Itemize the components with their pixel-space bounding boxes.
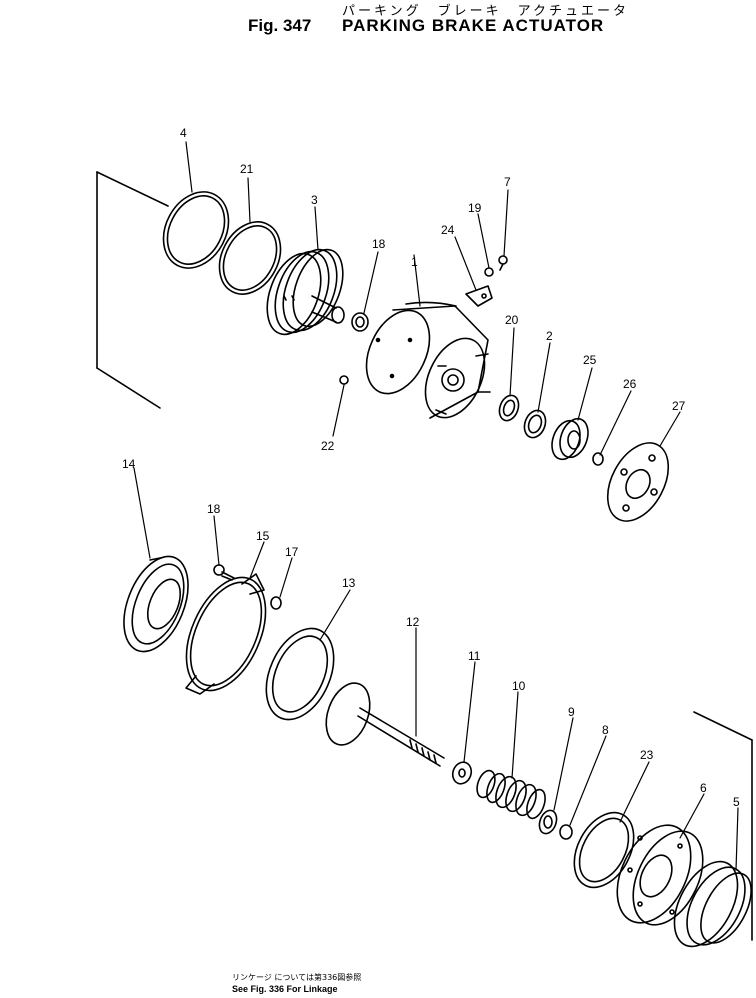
linkage-note-english: See Fig. 336 For Linkage bbox=[232, 984, 338, 994]
part-12-push-rod bbox=[325, 682, 445, 767]
part-17-nut bbox=[270, 596, 282, 610]
callout-3: 3 bbox=[311, 193, 318, 207]
part-25-bushing bbox=[551, 417, 589, 461]
callout-23: 23 bbox=[640, 748, 654, 762]
part-20-seal bbox=[498, 394, 520, 422]
callout-7: 7 bbox=[504, 175, 511, 189]
callout-4: 4 bbox=[180, 126, 187, 140]
part-23-seal-ring bbox=[573, 811, 635, 889]
part-6-flange-housing bbox=[616, 824, 704, 926]
callout-10: 10 bbox=[512, 679, 526, 693]
part-1-housing bbox=[365, 301, 491, 419]
callout-22: 22 bbox=[321, 439, 335, 453]
part-22-fitting bbox=[339, 375, 349, 385]
callout-13: 13 bbox=[342, 576, 356, 590]
part-19-washer bbox=[484, 267, 494, 277]
callout-24: 24 bbox=[441, 223, 455, 237]
callout-15: 15 bbox=[256, 529, 270, 543]
part-27-cover-plate bbox=[606, 442, 670, 522]
part-8-nut bbox=[559, 824, 573, 840]
part-7-bolt bbox=[498, 255, 508, 271]
callout-27: 27 bbox=[672, 399, 686, 413]
part-18-nut-upper bbox=[351, 312, 369, 332]
part-18-bolt-lower bbox=[213, 564, 235, 581]
title-japanese: パーキング ブレーキ アクチュエータ bbox=[342, 4, 629, 19]
part-13-diaphragm bbox=[265, 627, 335, 721]
part-10-spring bbox=[476, 769, 546, 820]
part-24-bracket bbox=[465, 285, 493, 307]
figure-number: Fig. 347 bbox=[248, 16, 312, 35]
callout-18-upper: 18 bbox=[372, 237, 386, 251]
callout-11: 11 bbox=[468, 649, 481, 663]
part-5-boot bbox=[673, 860, 752, 948]
callout-19: 19 bbox=[468, 201, 482, 215]
callout-14: 14 bbox=[122, 457, 136, 471]
part-2-ring bbox=[523, 409, 547, 439]
callout-9: 9 bbox=[568, 705, 575, 719]
callout-12: 12 bbox=[406, 615, 420, 629]
callout-25: 25 bbox=[583, 353, 597, 367]
callout-26: 26 bbox=[623, 377, 637, 391]
part-9-retainer bbox=[538, 809, 558, 835]
callout-17: 17 bbox=[285, 545, 299, 559]
callout-5: 5 bbox=[733, 795, 740, 809]
callout-numbers: 4 21 3 18 1 24 19 7 20 2 25 26 27 22 14 … bbox=[122, 126, 740, 809]
part-11-washer bbox=[451, 761, 473, 785]
callout-1: 1 bbox=[411, 255, 418, 269]
leader-lines bbox=[133, 141, 739, 871]
part-21-backup-ring bbox=[218, 221, 282, 295]
part-14-diaphragm-housing bbox=[123, 555, 189, 653]
linkage-note-japanese: リンケージ については第336図参照 bbox=[232, 973, 362, 982]
figure-title: PARKING BRAKE ACTUATOR bbox=[342, 16, 605, 35]
bracket-upper bbox=[96, 171, 169, 409]
callout-18-lower: 18 bbox=[207, 502, 221, 516]
part-3-piston bbox=[266, 248, 345, 336]
part-15-clamp-band bbox=[185, 573, 267, 695]
part-4-o-ring bbox=[162, 191, 230, 269]
bracket-lower bbox=[693, 711, 753, 941]
callout-6: 6 bbox=[700, 781, 707, 795]
part-26-nut bbox=[592, 452, 604, 466]
callout-20: 20 bbox=[505, 313, 519, 327]
callout-8: 8 bbox=[602, 723, 609, 737]
callout-21: 21 bbox=[240, 162, 254, 176]
callout-2: 2 bbox=[546, 329, 553, 343]
